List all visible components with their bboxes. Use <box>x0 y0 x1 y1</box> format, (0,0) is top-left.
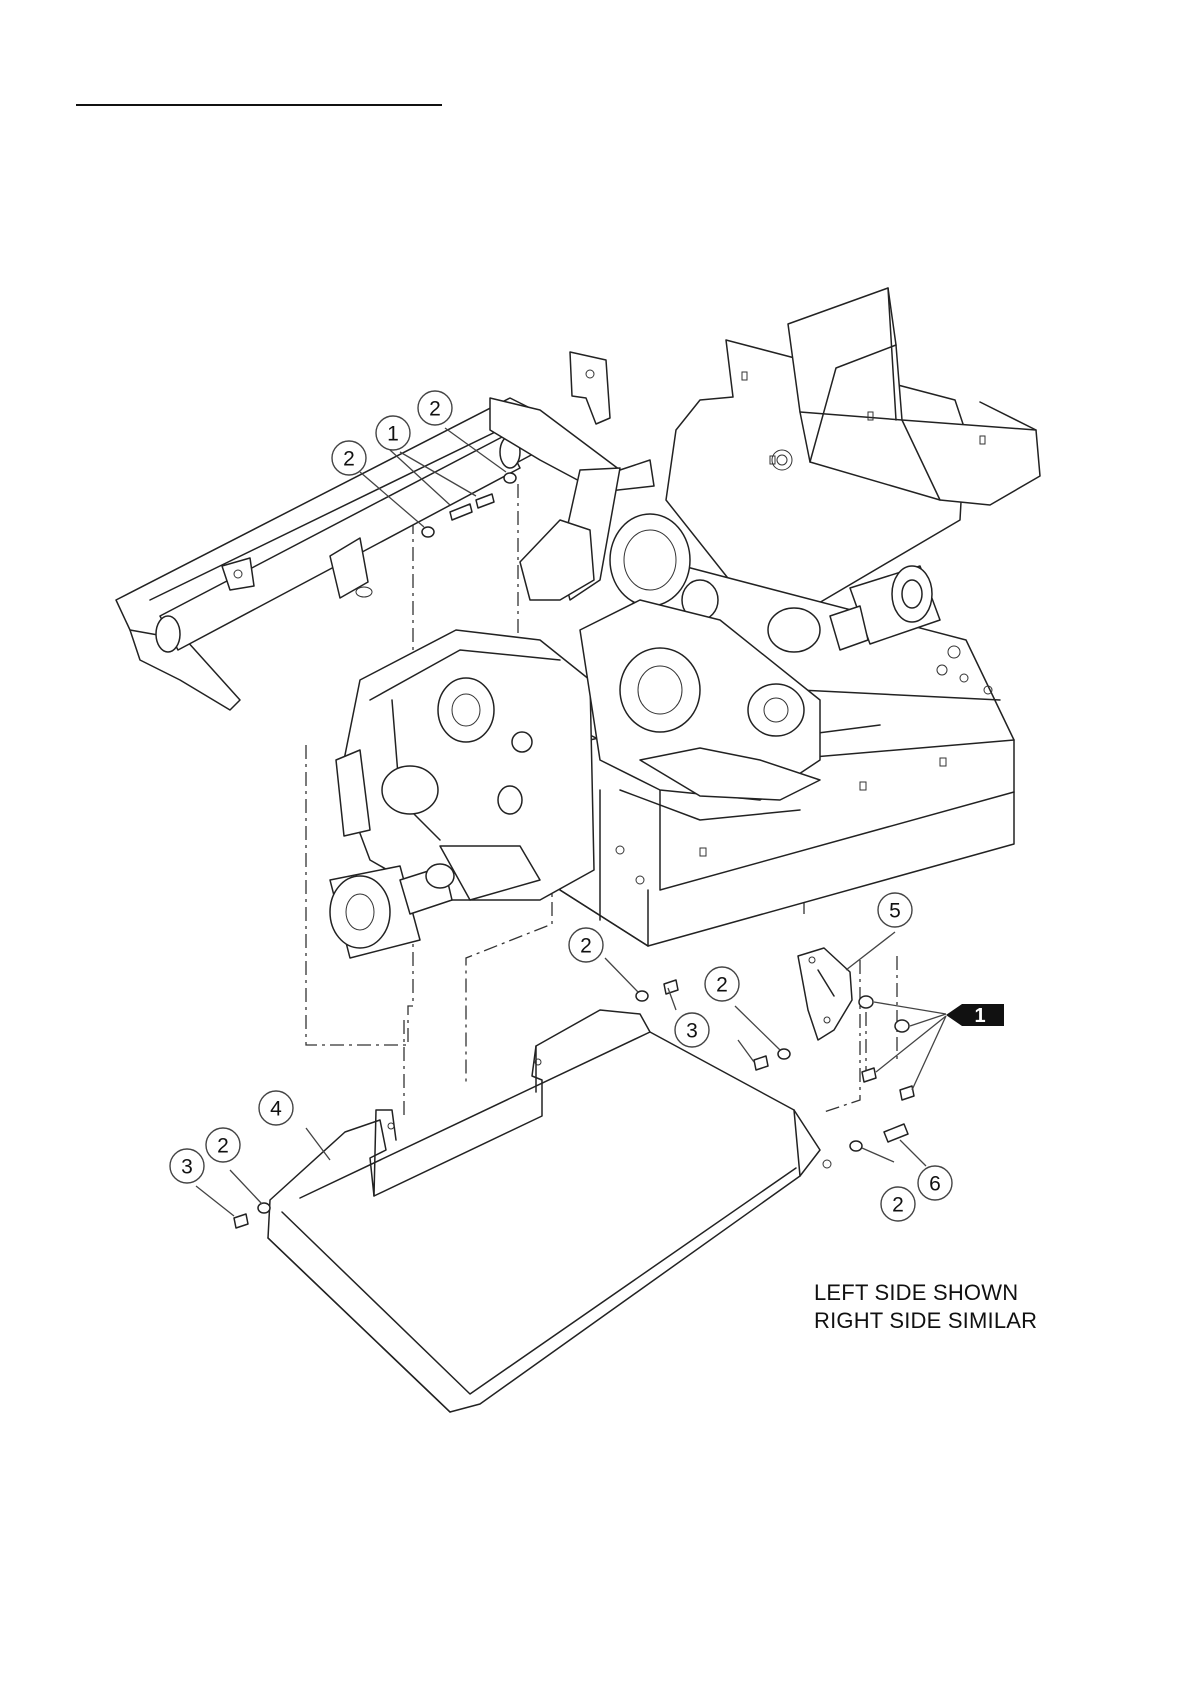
svg-text:3: 3 <box>686 1020 698 1043</box>
svg-text:2: 2 <box>217 1135 229 1158</box>
transmission-unit <box>330 630 594 958</box>
note-left-side-shown: LEFT SIDE SHOWN <box>814 1280 1018 1306</box>
svg-text:1: 1 <box>387 423 399 446</box>
lower-guard-plate <box>268 1010 831 1412</box>
svg-text:1: 1 <box>974 1005 985 1027</box>
svg-text:2: 2 <box>580 935 592 958</box>
svg-text:2: 2 <box>716 974 728 997</box>
callout-2-mid-left: 2 <box>569 928 603 962</box>
callout-3-bottom-left: 3 <box>170 1149 204 1183</box>
svg-text:3: 3 <box>181 1156 193 1179</box>
svg-text:2: 2 <box>892 1194 904 1217</box>
callout-2-top-left: 2 <box>332 441 366 475</box>
callout-4: 4 <box>259 1091 293 1125</box>
svg-text:4: 4 <box>270 1098 282 1121</box>
callout-3-mid-left: 3 <box>675 1013 709 1047</box>
callout-2-mid: 2 <box>705 967 739 1001</box>
mount-bracket <box>798 948 852 1040</box>
svg-text:5: 5 <box>889 900 901 923</box>
callout-5: 5 <box>878 893 912 927</box>
callout-2-top-right: 2 <box>418 391 452 425</box>
svg-text:6: 6 <box>929 1173 941 1196</box>
svg-text:2: 2 <box>429 398 441 421</box>
callout-2-bottom-left: 2 <box>206 1128 240 1162</box>
callout-6: 6 <box>918 1166 952 1200</box>
note-right-side-similar: RIGHT SIDE SIMILAR <box>814 1308 1037 1334</box>
svg-text:2: 2 <box>343 448 355 471</box>
callout-2-bottom-right: 2 <box>881 1187 915 1221</box>
callout-1-top: 1 <box>376 416 410 450</box>
flag-callout-1: 1 <box>946 1004 1004 1027</box>
